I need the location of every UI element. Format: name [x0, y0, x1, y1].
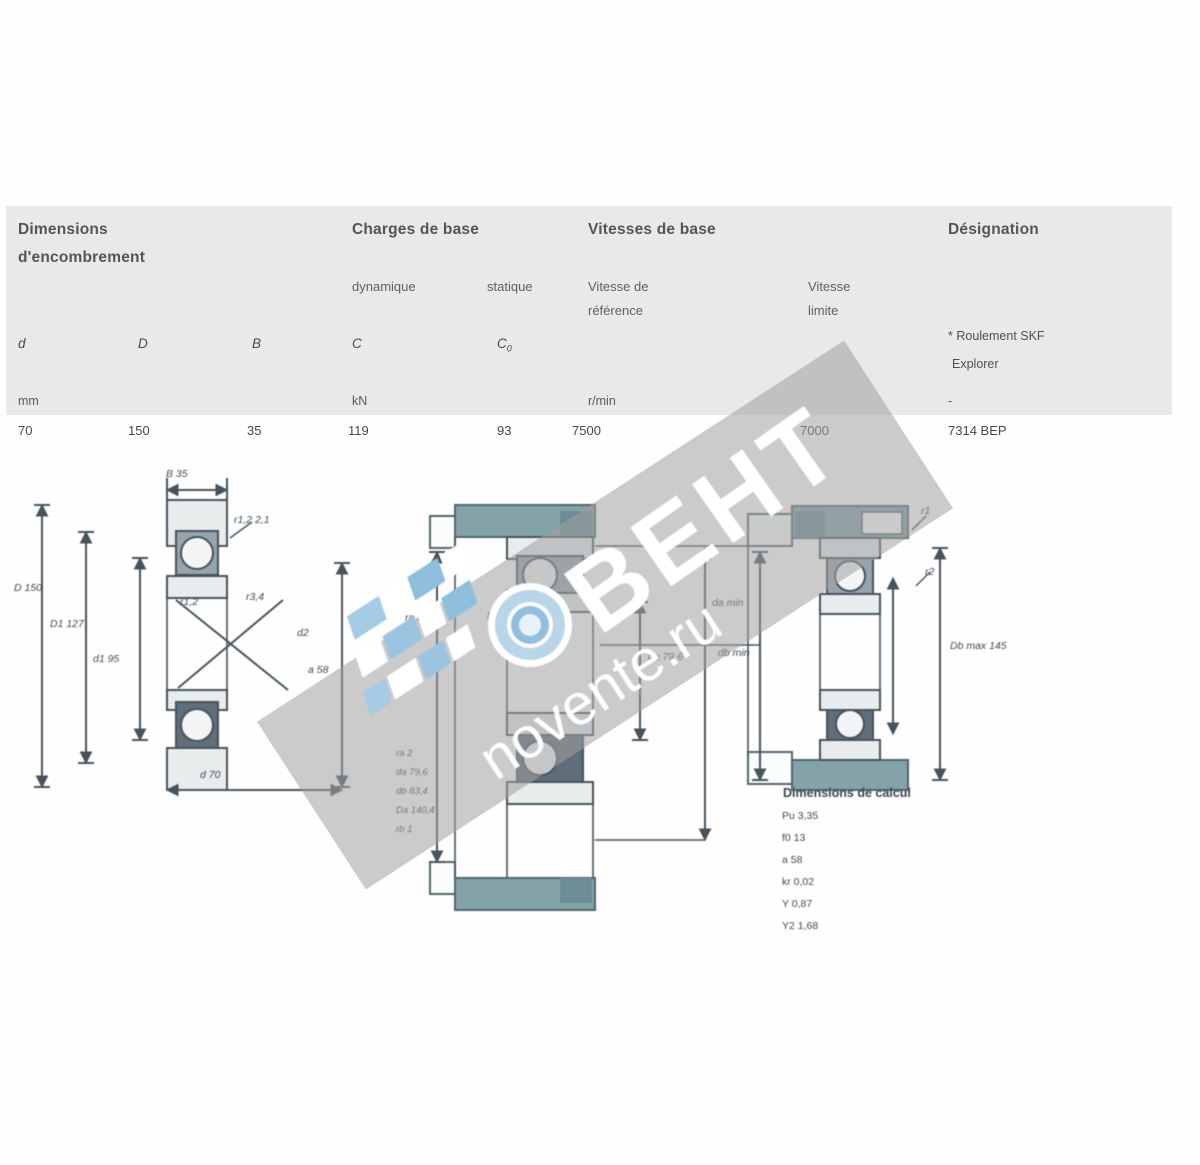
unit-dash: -: [948, 394, 953, 408]
value-outer-D: 150: [128, 423, 150, 438]
unit-rpm: r/min: [588, 394, 616, 408]
value-dynamic-C: 119: [348, 423, 369, 438]
skf-explorer-note-line1: * Roulement SKF: [948, 329, 1045, 343]
dim-label-Db-max: Db max 145: [950, 640, 1007, 652]
col-group-dimensions-line1: Dimensions: [18, 221, 108, 238]
value-designation: 7314 BEP: [948, 423, 1007, 438]
col-letter-C0-sub: 0: [506, 343, 512, 354]
col-letter-B: B: [252, 336, 262, 351]
subheader-static: statique: [487, 279, 533, 294]
dim-label-r2: r2: [925, 566, 935, 578]
col-group-designation: Désignation: [948, 221, 1039, 238]
subheader-ref-speed-line1: Vitesse de: [588, 279, 649, 294]
table-header-band: [6, 206, 1172, 415]
dim-label-r12-top: r1,2 2,1: [234, 514, 270, 526]
unit-mm: mm: [18, 394, 39, 408]
col-letter-d: d: [18, 336, 26, 351]
subheader-ref-speed-line2: référence: [588, 303, 643, 318]
dim-label-d1: d1 95: [93, 653, 120, 665]
calc-list-item: Y 0,87: [782, 898, 813, 910]
subheader-dynamic: dynamique: [352, 279, 416, 294]
col-group-dimensions-line2: d'encombrement: [18, 249, 146, 266]
col-letter-C0: C0: [497, 336, 512, 354]
value-static-C0: 93: [497, 423, 512, 438]
dim-label-D1: D1 127: [50, 618, 84, 630]
calc-list-item: Y2 1,68: [782, 920, 819, 932]
col-letter-C: C: [352, 336, 362, 351]
calc-list-item: Pu 3,35: [782, 810, 819, 822]
col-letter-D: D: [138, 336, 148, 351]
dim-label-r12-mid: r1,2: [180, 596, 199, 608]
calc-list-item: f0 13: [782, 832, 806, 844]
dim-label-d2: d2: [297, 627, 309, 639]
value-bore-d: 70: [18, 423, 33, 438]
dim-label-D: D 150: [14, 582, 43, 594]
calc-data-caption: Dimensions de calcul: [783, 786, 911, 800]
calc-list-item: kr 0,02: [782, 876, 815, 888]
subheader-lim-speed-line1: Vitesse: [808, 279, 851, 294]
dim-label-d: d 70: [200, 769, 221, 781]
skf-explorer-note-line2: Explorer: [952, 357, 999, 371]
col-group-loads: Charges de base: [352, 221, 480, 238]
dim-label-B: B 35: [166, 468, 188, 480]
calc-list-item: a 58: [782, 854, 803, 866]
value-width-B: 35: [247, 423, 262, 438]
unit-kn: kN: [352, 394, 368, 408]
subheader-lim-speed-line2: limite: [808, 303, 839, 318]
watermark-circle-logo: [488, 583, 572, 667]
value-ref-speed: 7500: [572, 423, 601, 438]
col-group-speeds: Vitesses de base: [588, 221, 716, 238]
dim-label-a: a 58: [308, 664, 329, 676]
dim-label-r34-mid: r3,4: [246, 591, 265, 603]
